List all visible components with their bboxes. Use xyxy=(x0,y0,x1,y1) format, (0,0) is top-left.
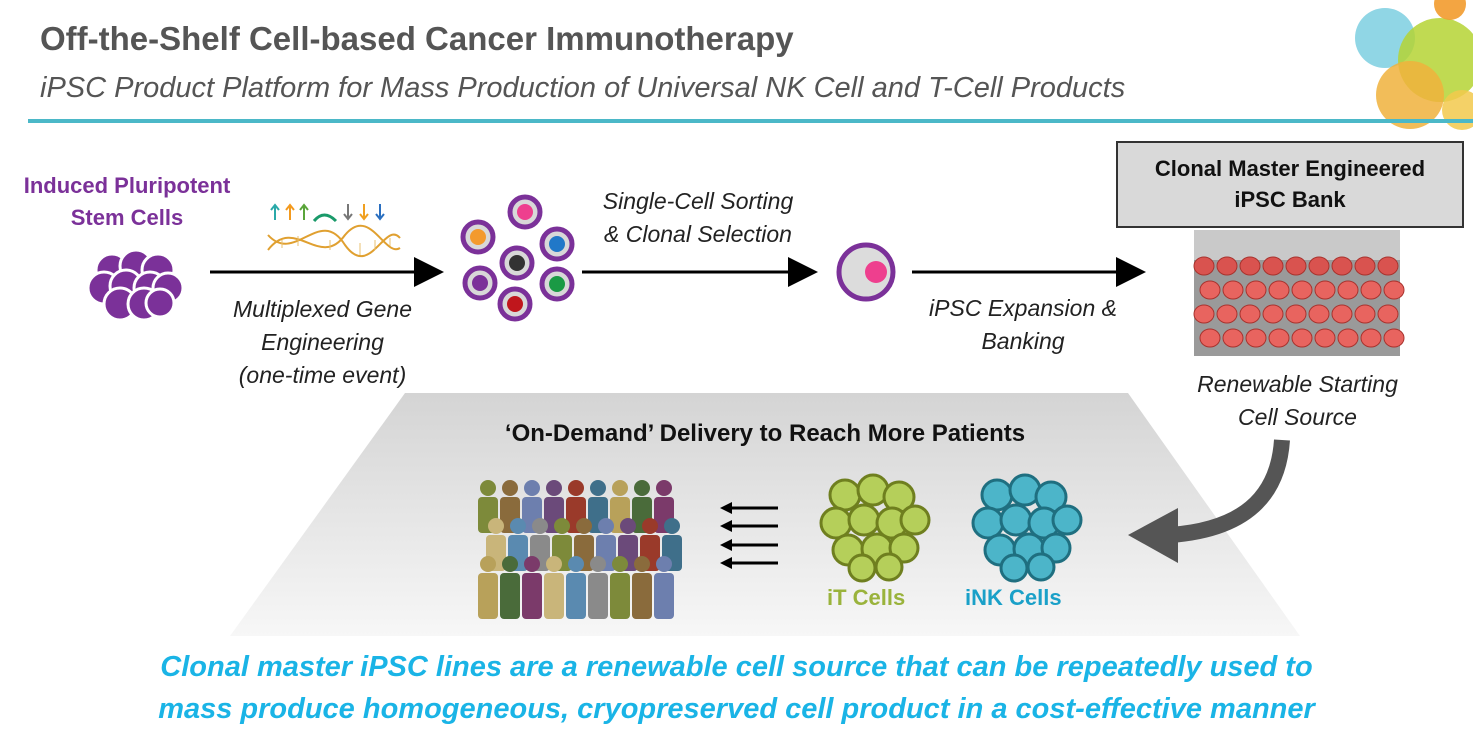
step2-line2: & Clonal Selection xyxy=(604,221,792,247)
ipsc-bank-photo xyxy=(1193,230,1405,356)
vial xyxy=(1239,256,1261,276)
vial xyxy=(1331,304,1353,324)
vial xyxy=(1308,304,1330,324)
vial xyxy=(1360,328,1382,348)
step1-line3: (one-time event) xyxy=(238,362,407,388)
ipsc-label-line2: Stem Cells xyxy=(70,205,184,230)
clonal-cell-icon xyxy=(836,242,896,302)
ink-cells-icon xyxy=(971,473,1083,583)
vial xyxy=(1331,256,1353,276)
step3-label: iPSC Expansion & Banking xyxy=(892,292,1154,358)
patient-crowd-icon xyxy=(478,480,682,619)
vial xyxy=(1377,304,1399,324)
vial xyxy=(1377,256,1399,276)
vial xyxy=(1262,304,1284,324)
footer-line2: mass produce homogeneous, cryopreserved … xyxy=(158,693,1315,725)
ipsc-cluster-icon xyxy=(86,248,185,322)
engineered-cells-group xyxy=(460,194,575,322)
bank-line2: iPSC Bank xyxy=(1234,187,1346,212)
vial xyxy=(1193,304,1215,324)
page-title: Off-the-Shelf Cell-based Cancer Immunoth… xyxy=(40,20,794,57)
person-icon xyxy=(500,556,520,619)
vial xyxy=(1337,280,1359,300)
step1-line1: Multiplexed Gene xyxy=(233,296,412,322)
delivery-title: ‘On-Demand’ Delivery to Reach More Patie… xyxy=(504,420,1026,447)
step2-label: Single-Cell Sorting & Clonal Selection xyxy=(568,185,828,251)
person-icon xyxy=(544,556,564,619)
vial xyxy=(1268,280,1290,300)
person-icon xyxy=(654,556,674,619)
curved-arrow-head xyxy=(1128,508,1178,563)
vial xyxy=(1222,328,1244,348)
vial xyxy=(1222,280,1244,300)
step2-line1: Single-Cell Sorting xyxy=(602,188,794,214)
ink-cells-label: iNK Cells xyxy=(965,585,1062,610)
vial xyxy=(1193,256,1215,276)
renewable-label: Renewable Starting Cell Source xyxy=(1170,368,1425,434)
vial xyxy=(1245,280,1267,300)
renewable-line2: Cell Source xyxy=(1238,404,1357,430)
it-cells-icon xyxy=(819,473,931,583)
delivery-arrows xyxy=(720,502,778,569)
renewable-line1: Renewable Starting xyxy=(1197,371,1398,397)
step3-line1: iPSC Expansion & xyxy=(929,295,1117,321)
vial xyxy=(1239,304,1261,324)
vial xyxy=(1245,328,1267,348)
curved-return-arrow xyxy=(1169,439,1290,543)
person-icon xyxy=(478,556,498,619)
ipsc-label-line1: Induced Pluripotent xyxy=(23,173,231,198)
vial xyxy=(1383,280,1405,300)
ipsc-label: Induced Pluripotent Stem Cells xyxy=(2,170,252,234)
vial xyxy=(1285,256,1307,276)
gene-engineering-icon xyxy=(267,203,401,258)
vial xyxy=(1216,304,1238,324)
person-icon xyxy=(588,556,608,619)
bank-line1: Clonal Master Engineered xyxy=(1154,156,1426,181)
page-subtitle: iPSC Product Platform for Mass Productio… xyxy=(40,72,1126,104)
vial xyxy=(1314,280,1336,300)
vial xyxy=(1308,256,1330,276)
it-cells-label: iT Cells xyxy=(827,585,906,610)
vial xyxy=(1314,328,1336,348)
vial xyxy=(1262,256,1284,276)
vial xyxy=(1354,256,1376,276)
vial xyxy=(1337,328,1359,348)
vial xyxy=(1199,328,1221,348)
step3-line2: Banking xyxy=(981,328,1065,354)
step1-label: Multiplexed Gene Engineering (one-time e… xyxy=(190,293,455,392)
vial xyxy=(1354,304,1376,324)
logo-bubbles xyxy=(1355,0,1473,130)
vial xyxy=(1268,328,1290,348)
person-icon xyxy=(610,556,630,619)
footer-statement: Clonal master iPSC lines are a renewable… xyxy=(0,646,1473,730)
vial xyxy=(1285,304,1307,324)
step1-line2: Engineering xyxy=(261,329,384,355)
person-icon xyxy=(552,518,572,571)
ipsc-bank-box: Clonal Master Engineered iPSC Bank xyxy=(1116,141,1464,228)
header-divider xyxy=(28,119,1473,123)
person-icon xyxy=(632,556,652,619)
footer-line1: Clonal master iPSC lines are a renewable… xyxy=(160,651,1313,683)
vial xyxy=(1199,280,1221,300)
vial xyxy=(1360,280,1382,300)
person-icon xyxy=(566,556,586,619)
vial xyxy=(1383,328,1405,348)
vial xyxy=(1291,280,1313,300)
vial xyxy=(1291,328,1313,348)
vial xyxy=(1216,256,1238,276)
person-icon xyxy=(522,556,542,619)
